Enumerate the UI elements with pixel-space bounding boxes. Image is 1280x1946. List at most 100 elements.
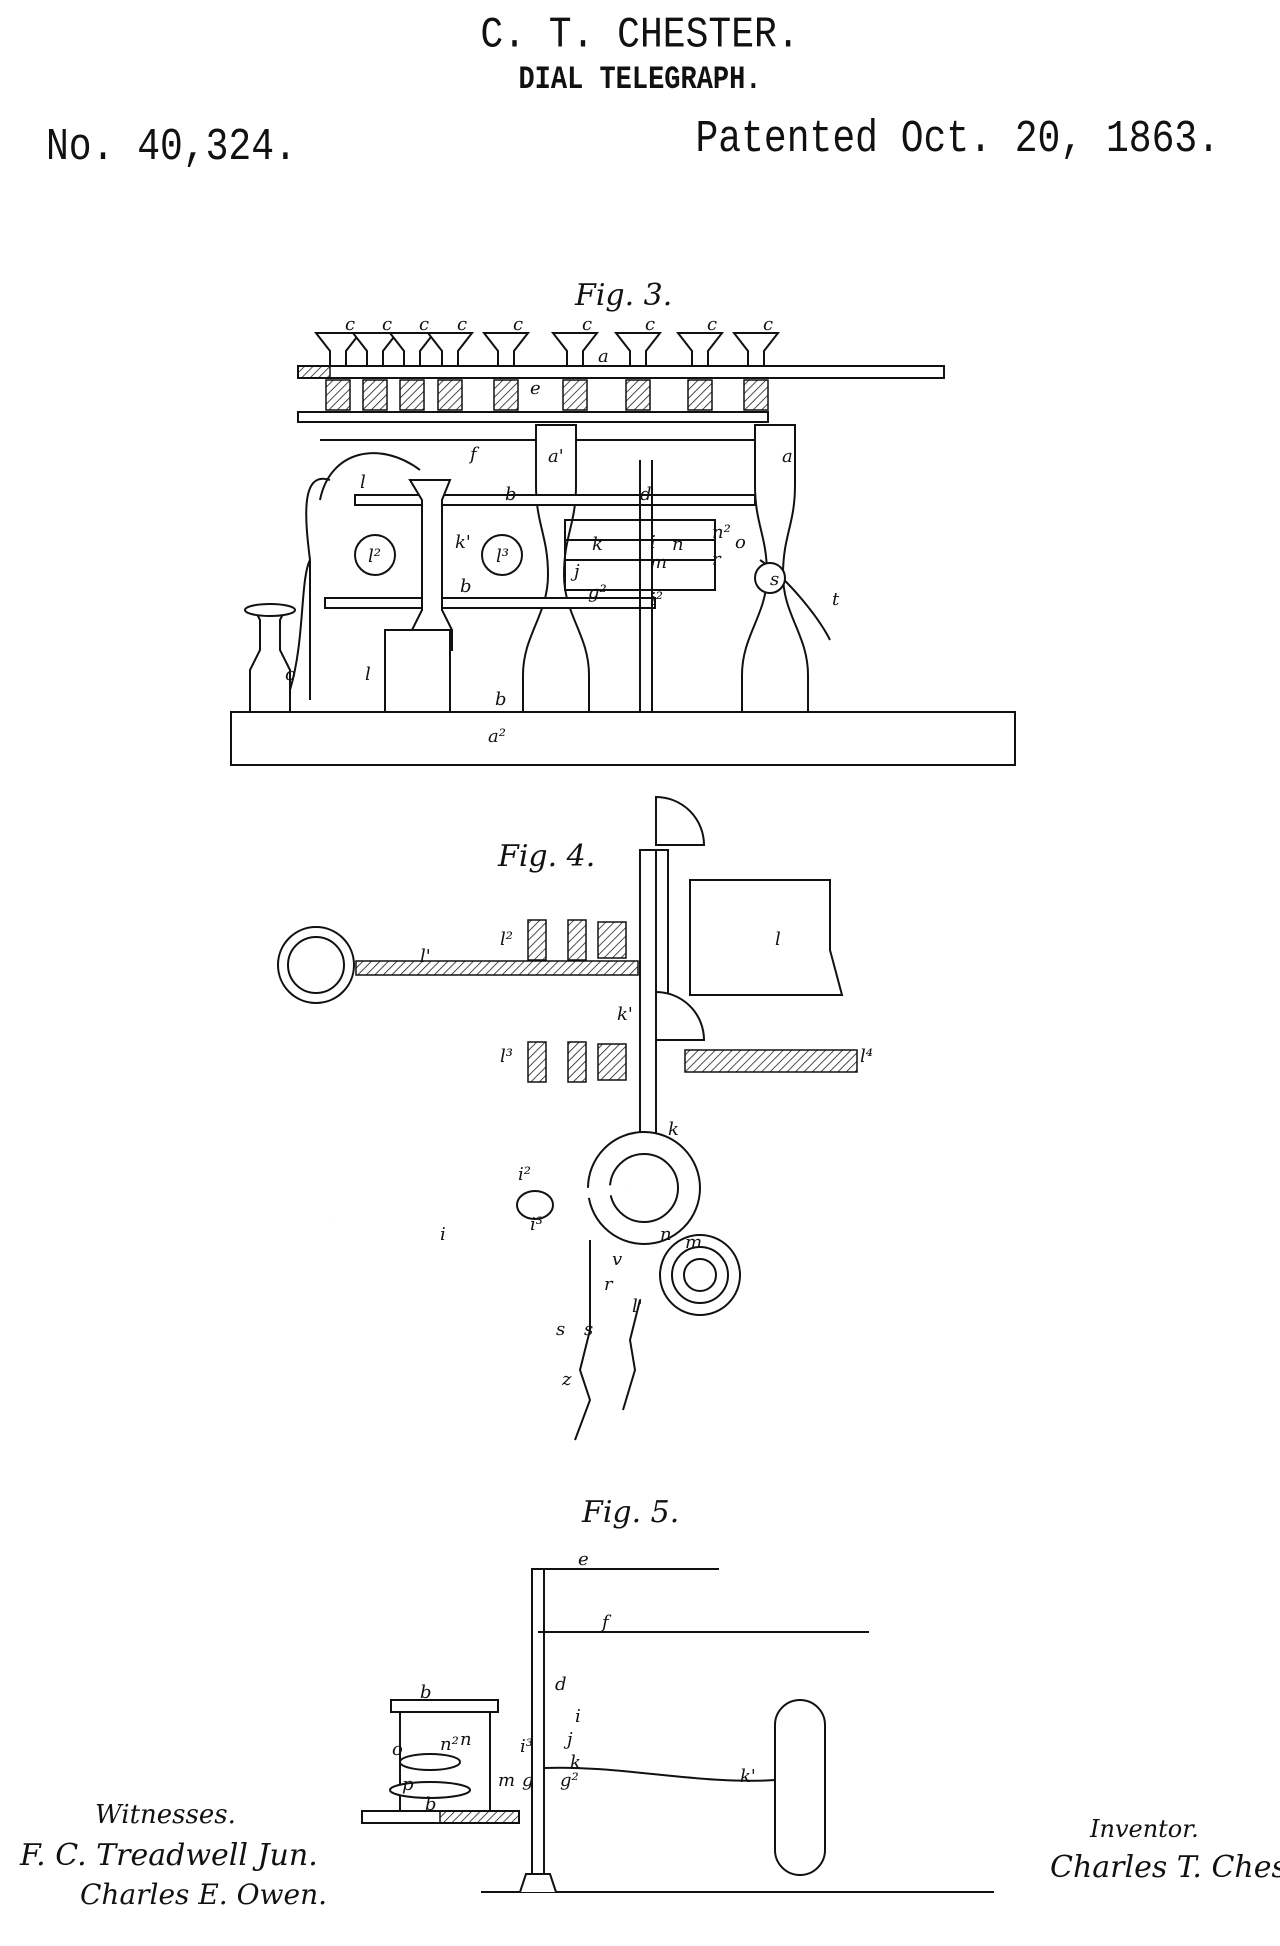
fig3-part-label: k [592,534,603,555]
fig5-part-label: k [570,1752,581,1773]
fig4-part-label: l³ [500,1046,513,1067]
fig3-part-label: c [763,314,773,335]
fig4-part-label: s [556,1319,565,1340]
coil [325,379,351,411]
fig3-part-label: c [457,314,467,335]
fig5-part-label: i³ [520,1736,533,1757]
fig5-part-label: b [425,1794,437,1815]
witness-signature-1: F. C. Treadwell Jun. [20,1838,318,1873]
fig3-part-label: s [770,569,779,590]
cup [350,332,400,367]
fig3-part-label: c [513,314,523,335]
fig3-part-label: a' [548,446,564,467]
fig5-part-label: n [460,1729,472,1750]
cup [387,332,437,367]
fig4-part-label: i³ [530,1214,543,1235]
fig3-part-label: n [672,534,684,555]
fig3-part-label: c [707,314,717,335]
fig3-part-label: b [505,484,517,505]
fig3-part-label: a [598,346,609,367]
armature-bar-k [639,849,657,1181]
coil-l4 [684,1049,858,1073]
fig4-part-label: v [612,1249,622,1270]
fig3-part-label: r [712,549,722,570]
lower-rail [297,411,769,423]
inventor-signature: Charles T. Chester [1050,1850,1280,1885]
fig4-part-label: l' [632,1296,643,1317]
inventor-label: Inventor. [1090,1815,1199,1843]
fig3-part-label: b [460,576,472,597]
coil [625,379,651,411]
fig3-part-label: m [650,552,667,573]
fig5-part-label: j [563,1729,573,1750]
fig3-part-label: i [650,532,656,553]
patent-date: Patented Oct. 20, 1863. [695,113,1221,166]
cup [481,332,531,367]
fig5-part-label: n² [440,1734,459,1755]
witnesses-label: Witnesses. [95,1800,236,1830]
fig3-part-label: c [645,314,655,335]
magnet-l3 [481,534,523,576]
cup [731,332,781,367]
fig4-part-label: l² [500,929,513,950]
fig3-part-label: l [365,664,371,685]
fig3-part-label: n² [712,522,731,543]
coil [437,379,463,411]
fig3-part-label: l³ [496,546,509,567]
cup [675,332,725,367]
fig5-part-label: g [522,1770,534,1791]
fig5-title: Fig. 5. [581,1495,679,1530]
fig4-part-label: l' [420,946,431,967]
main-shaft [531,1568,545,1893]
fig4-part-label: k' [617,1004,633,1025]
rod-l1 [355,960,639,976]
fig4-part-label: z [561,1369,572,1390]
fig3-part-label: j [570,561,580,582]
fig3-title: Fig. 3. [574,278,672,313]
fig5-part-label: i [575,1706,581,1727]
fig3-part-label: f [468,444,480,465]
cup [425,332,475,367]
witness-signature-2: Charles E. Owen. [80,1878,327,1911]
fig4-part-label: l [775,929,781,950]
fig4-part-label: i² [518,1164,531,1185]
fig5-part-label: p [402,1774,414,1795]
fig4-part-label: m [685,1232,702,1253]
key-cups [313,332,781,411]
fig5-part-label: m [498,1770,515,1791]
cup [613,332,663,367]
fig5-part-label: d [555,1674,567,1695]
patent-title: DIAL TELEGRAPH. [518,63,762,99]
magnet-l2 [354,534,396,576]
fig3-part-label: b [495,689,507,710]
coil [687,379,713,411]
fig4-part-label: l⁴ [860,1046,873,1067]
pillar-end [774,1699,826,1876]
central-post [408,479,453,651]
fig5-part-label: g² [560,1770,579,1791]
top-rail [297,365,945,379]
frame-b-top [390,1699,499,1713]
fig3-part-label: o [285,664,296,685]
arm-k1 [543,1766,776,1782]
ring [277,926,355,1004]
fig3-part-label: i² [650,589,663,610]
fig5-part-label: o [392,1739,403,1760]
terminal-post [249,609,291,713]
fig4-part-label: r [604,1274,614,1295]
patent-number: No. 40,324. [46,121,297,174]
fig3-part-label: k' [455,532,471,553]
fig3-part-label: c [582,314,592,335]
fig3-part-label: c [345,314,355,335]
fig3-part-label: g² [588,582,607,603]
fig5-part-label: k' [740,1766,756,1787]
fig4-part-label: i [440,1224,446,1245]
coil [362,379,388,411]
cup [313,332,363,367]
fig5-part-label: e [578,1549,589,1570]
base-board [230,711,1016,766]
